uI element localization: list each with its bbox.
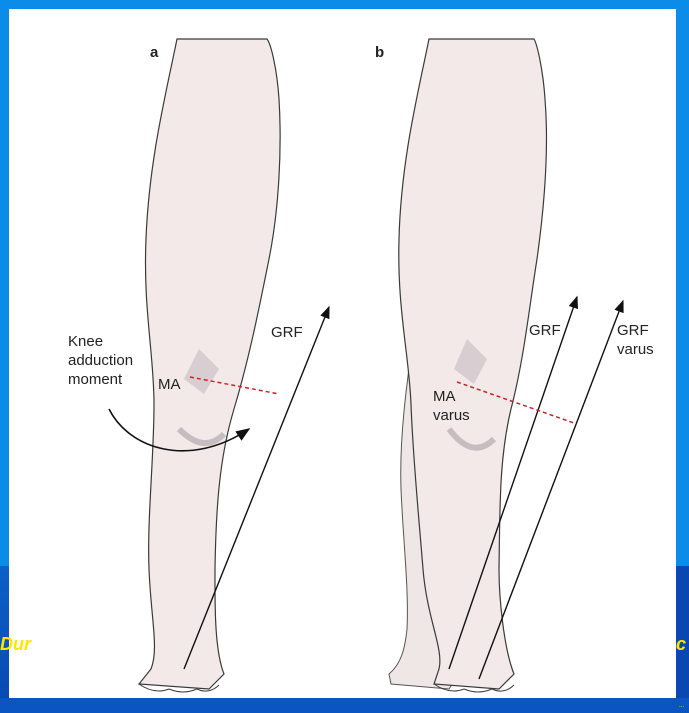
slide-text-fragment-left: Dur [0,634,31,654]
label-knee-line1: Knee [68,333,103,350]
label-grf-b: GRF [529,322,561,339]
label-grf-varus-line1: GRF [617,322,649,339]
label-grf-a: GRF [271,324,303,341]
panel-letter-a: a [150,44,159,61]
label-grf-varus-line2: varus [617,341,654,358]
label-knee-line3: moment [68,371,123,388]
label-knee-line2: adduction [68,352,133,369]
label-ma-varus-line2: varus [433,407,470,424]
label-ma-varus-line1: MA [433,388,456,405]
blue-border-bottom [0,698,689,713]
panel-letter-b: b [375,44,384,61]
label-ma-a: MA [158,376,181,393]
knee-moment-figure: a b GRF MA Knee adduction moment GRF GRF… [9,9,676,713]
slide-text-fragment-tiny: ... [679,702,684,710]
leg-a [139,39,280,692]
figure-canvas: a b GRF MA Knee adduction moment GRF GRF… [9,9,676,713]
slide-text-fragment-right: c [676,634,686,654]
